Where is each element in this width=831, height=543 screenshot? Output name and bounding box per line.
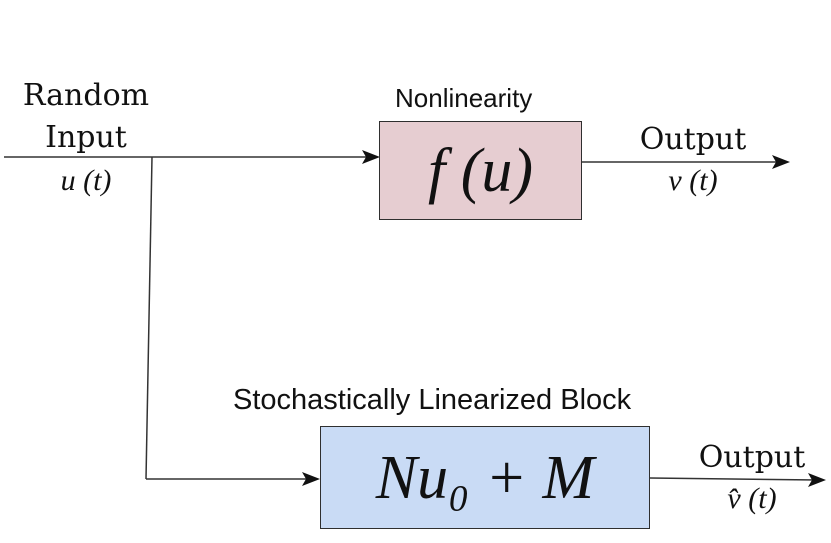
nonlinearity-formula: f (u) (427, 136, 534, 205)
linearized-output-signal: v̂ (t) (727, 482, 777, 515)
linearized-output-label: Output (698, 440, 806, 475)
linearized-block: Nu₀ + M (320, 426, 650, 529)
input-arrowhead (362, 150, 380, 164)
output-arrowhead-top (772, 155, 790, 169)
output-line-bottom (649, 477, 819, 481)
input-signal-label: u (t) (60, 164, 112, 197)
branch-arrowhead (302, 472, 320, 486)
nonlinearity-output-signal: v (t) (668, 164, 718, 197)
linearized-block-title: Stochastically Linearized Block (233, 384, 632, 416)
nonlinearity-block: f (u) (379, 121, 582, 220)
nonlinearity-title: Nonlinearity (395, 83, 533, 113)
input-label-random: Random (22, 78, 150, 113)
nonlinearity-output-label: Output (639, 122, 747, 157)
output-arrowhead-bottom (808, 473, 826, 487)
branch-line-vertical (145, 156, 153, 480)
input-label-input: Input (45, 120, 127, 155)
linearized-formula: Nu₀ + M (375, 443, 595, 512)
